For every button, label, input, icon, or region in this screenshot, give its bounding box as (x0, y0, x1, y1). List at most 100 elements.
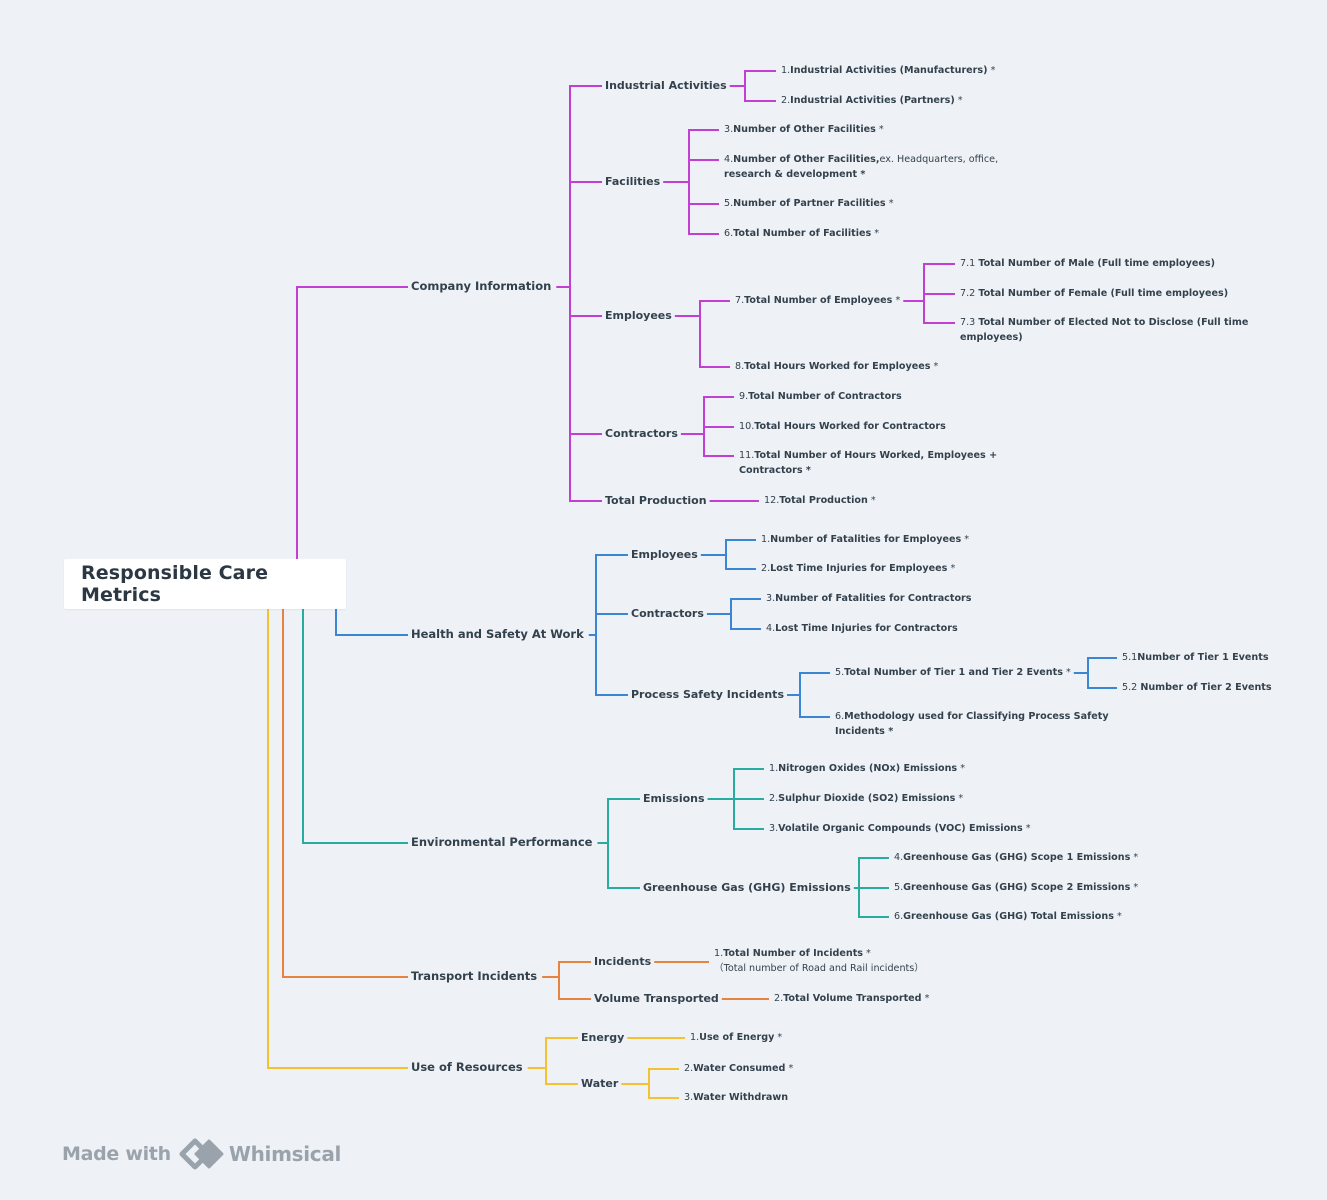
required-marker: * (871, 228, 880, 239)
metric-number: 6. (724, 228, 734, 239)
branch-health-and-safety-at-work[interactable]: Health and Safety At Work (411, 627, 584, 642)
group-label[interactable]: Total Production (605, 493, 707, 508)
metric-item[interactable]: 6.Total Number of Facilities * (724, 226, 879, 241)
branch-label: Environmental Performance (411, 835, 593, 849)
whimsical-name: Whimsical (228, 1142, 342, 1166)
metric-item[interactable]: 10.Total Hours Worked for Contractors (739, 419, 946, 434)
metric-text: Number of Partner Facilities (733, 198, 886, 209)
metric-number: 5.1 (1122, 652, 1138, 663)
required-marker: * (955, 793, 964, 804)
group-label[interactable]: Water (581, 1076, 618, 1091)
metric-item[interactable]: 12.Total Production * (764, 493, 876, 508)
metric-text: Total Hours Worked for Employees (744, 361, 931, 372)
metric-text: Lost Time Injuries for Employees (770, 563, 948, 574)
metric-text: Number of Tier 2 Events (1140, 682, 1272, 693)
metric-text-continued: Contractors * (739, 465, 811, 476)
metric-item[interactable]: 4.Greenhouse Gas (GHG) Scope 1 Emissions… (894, 850, 1138, 865)
group-label[interactable]: Emissions (643, 791, 705, 806)
metric-item[interactable]: 2.Lost Time Injuries for Employees * (761, 561, 955, 576)
metric-number: 2. (684, 1063, 694, 1074)
metric-item[interactable]: 8.Total Hours Worked for Employees * (735, 359, 938, 374)
metric-item[interactable]: 5.2 Number of Tier 2 Events (1122, 680, 1272, 695)
group-label[interactable]: Industrial Activities (605, 78, 727, 93)
branch-label: Transport Incidents (411, 969, 538, 983)
metric-text: Water Withdrawn (693, 1092, 789, 1103)
metric-item[interactable]: 2.Water Consumed * (684, 1061, 793, 1076)
metric-text: Total Number of Employees (744, 295, 893, 306)
metric-item[interactable]: 2.Sulphur Dioxide (SO2) Emissions * (769, 791, 963, 806)
required-marker: * (863, 948, 871, 959)
metric-item[interactable]: 1.Number of Fatalities for Employees * (761, 532, 969, 547)
root-node[interactable]: Responsible Care Metrics (64, 559, 346, 609)
metric-item[interactable]: 2.Total Volume Transported * (774, 991, 929, 1006)
branch-transport-incidents[interactable]: Transport Incidents (411, 969, 537, 984)
metric-item[interactable]: 7.3 Total Number of Elected Not to Discl… (960, 315, 1248, 345)
metric-item[interactable]: 3.Water Withdrawn (684, 1090, 788, 1105)
group-label-text: Contractors (631, 607, 704, 620)
metric-item[interactable]: 4.Number of Other Facilities,ex. Headqua… (724, 152, 998, 182)
branch-environmental-performance[interactable]: Environmental Performance (411, 835, 592, 850)
branch-label: Company Information (411, 279, 552, 293)
required-marker: * (774, 1032, 783, 1043)
group-label-text: Water (581, 1077, 619, 1090)
metric-item[interactable]: 6.Greenhouse Gas (GHG) Total Emissions * (894, 909, 1122, 924)
branch-label: Health and Safety At Work (411, 627, 584, 641)
metric-item[interactable]: 5.1Number of Tier 1 Events (1122, 650, 1269, 665)
metric-item[interactable]: 4.Lost Time Injuries for Contractors (766, 621, 958, 636)
metric-item[interactable]: 3.Volatile Organic Compounds (VOC) Emiss… (769, 821, 1031, 836)
group-label[interactable]: Facilities (605, 174, 660, 189)
branch-company-information[interactable]: Company Information (411, 279, 551, 294)
metric-item[interactable]: 5.Number of Partner Facilities * (724, 196, 894, 211)
metric-item[interactable]: 1.Use of Energy * (690, 1030, 782, 1045)
group-label[interactable]: Volume Transported (594, 991, 719, 1006)
group-label[interactable]: Greenhouse Gas (GHG) Emissions (643, 880, 851, 895)
group-label[interactable]: Incidents (594, 954, 651, 969)
required-marker: * (1022, 823, 1031, 834)
metric-text-continued: Incidents * (835, 726, 894, 737)
metric-text: Total Hours Worked for Contractors (754, 421, 946, 432)
metric-item[interactable]: 1.Nitrogen Oxides (NOx) Emissions * (769, 761, 965, 776)
metric-item[interactable]: 1.Total Number of Incidents *（Total numb… (714, 946, 924, 976)
metric-number: 5. (724, 198, 734, 209)
required-marker: * (930, 361, 939, 372)
metric-item[interactable]: 7.Total Number of Employees * (735, 293, 900, 308)
metric-text: Number of Other Facilities (733, 124, 876, 135)
group-label[interactable]: Contractors (631, 606, 704, 621)
group-label[interactable]: Energy (581, 1030, 624, 1045)
group-label-text: Facilities (605, 175, 661, 188)
metric-item[interactable]: 5.Total Number of Tier 1 and Tier 2 Even… (835, 665, 1071, 680)
metric-item[interactable]: 5.Greenhouse Gas (GHG) Scope 2 Emissions… (894, 880, 1138, 895)
metric-item[interactable]: 9.Total Number of Contractors (739, 389, 902, 404)
group-label[interactable]: Employees (631, 547, 698, 562)
group-label[interactable]: Process Safety Incidents (631, 687, 784, 702)
metric-number: 4. (894, 852, 904, 863)
metric-text-continued: research & development * (724, 169, 866, 180)
required-marker: * (921, 993, 930, 1004)
metric-text: Number of Fatalities for Contractors (775, 593, 972, 604)
metric-item[interactable]: 6.Methodology used for Classifying Proce… (835, 709, 1109, 739)
group-label[interactable]: Employees (605, 308, 672, 323)
metric-item[interactable]: 7.2 Total Number of Female (Full time em… (960, 286, 1228, 301)
metric-item[interactable]: 7.1 Total Number of Male (Full time empl… (960, 256, 1215, 271)
metric-text-continued: employees) (960, 332, 1023, 343)
metric-number: 1. (781, 65, 791, 76)
required-marker: * (961, 534, 970, 545)
metric-number: 5. (894, 882, 904, 893)
made-with-whimsical-badge[interactable]: Made with Whimsical (62, 1138, 341, 1170)
group-label-text: Volume Transported (594, 992, 719, 1005)
metric-note: （Total number of Road and Rail incidents… (714, 963, 924, 974)
metric-item[interactable]: 3.Number of Fatalities for Contractors (766, 591, 972, 606)
group-label[interactable]: Contractors (605, 426, 678, 441)
metric-item[interactable]: 11.Total Number of Hours Worked, Employe… (739, 448, 997, 478)
metric-text: Industrial Activities (Partners) (790, 95, 955, 106)
group-label-text: Contractors (605, 427, 678, 440)
required-marker: * (947, 563, 956, 574)
required-marker: * (1130, 852, 1139, 863)
metric-number: 10. (739, 421, 755, 432)
metric-number: 6. (835, 711, 845, 722)
metric-number: 3. (724, 124, 734, 135)
metric-item[interactable]: 1.Industrial Activities (Manufacturers) … (781, 63, 995, 78)
metric-item[interactable]: 3.Number of Other Facilities * (724, 122, 884, 137)
branch-use-of-resources[interactable]: Use of Resources (411, 1060, 523, 1075)
metric-item[interactable]: 2.Industrial Activities (Partners) * (781, 93, 963, 108)
